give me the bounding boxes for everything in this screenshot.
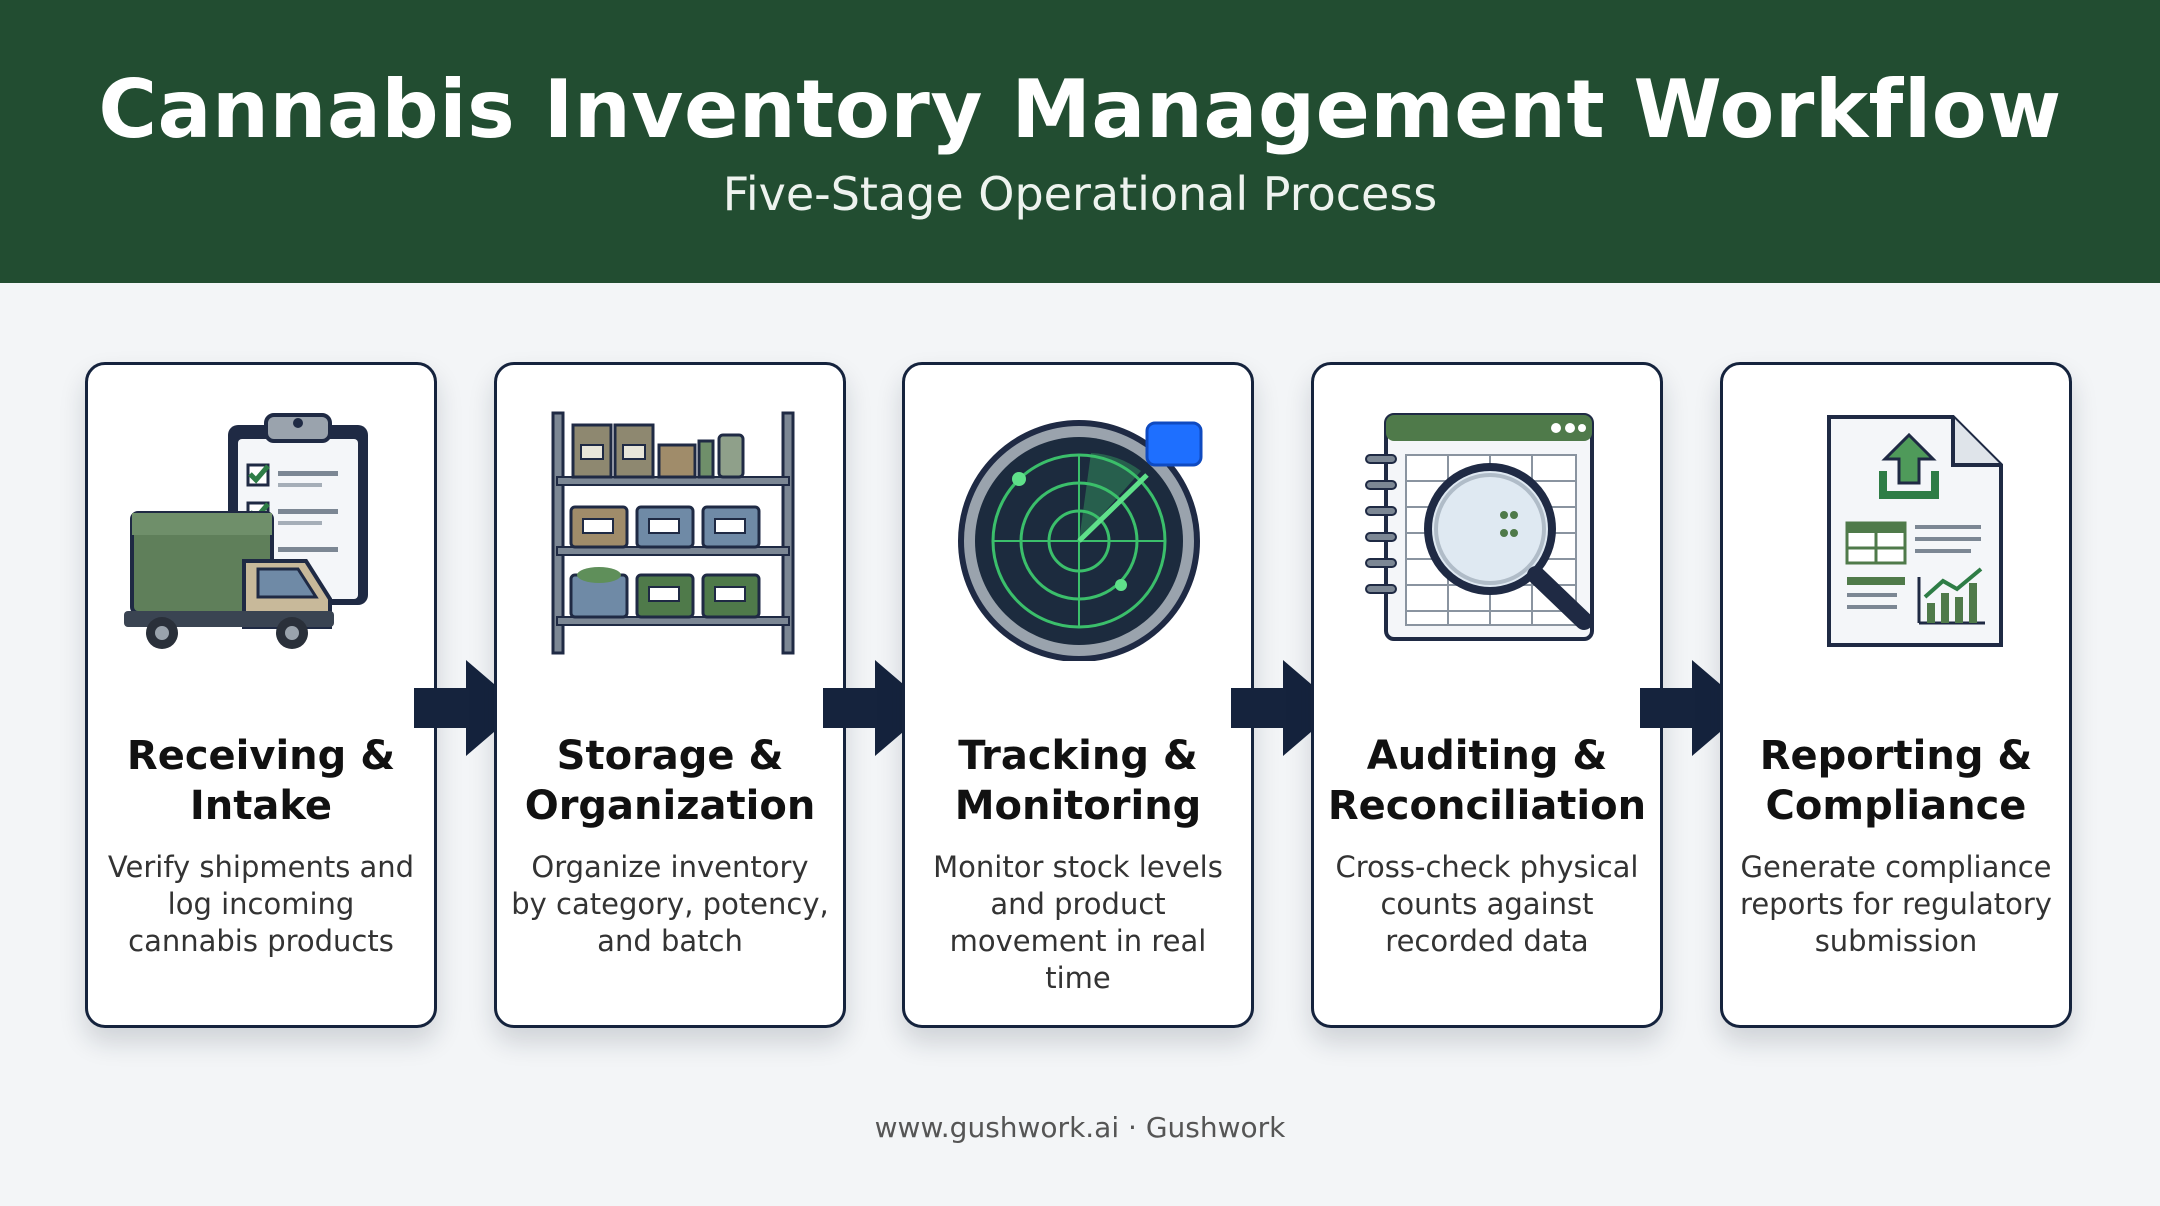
header-banner: Cannabis Inventory Management Workflow F… — [0, 0, 2160, 283]
stage-card-storage: Storage & Organization Organize inventor… — [494, 362, 846, 1028]
stage-description: Monitor stock levels and product movemen… — [933, 850, 1223, 995]
stage-title: Auditing & Reconciliation — [1327, 733, 1647, 829]
stage-title: Storage & Organization — [524, 733, 816, 829]
stage-card-auditing: Auditing & Reconciliation Cross-check ph… — [1311, 362, 1663, 1028]
stage-card-receiving: Receiving & Intake Verify shipments and … — [85, 362, 437, 1028]
footer-credit: www.gushwork.ai · Gushwork — [874, 1111, 1286, 1144]
clipboard-truck-icon — [124, 411, 404, 661]
arrow-right-icon — [1640, 660, 1750, 756]
stage-description: Verify shipments and log incoming cannab… — [107, 850, 415, 958]
radar-icon — [941, 411, 1221, 661]
stage-description: Generate compliance reports for regulato… — [1740, 850, 2052, 958]
arrow-right-icon — [823, 660, 933, 756]
stage-card-reporting: Reporting & Compliance Generate complian… — [1720, 362, 2072, 1028]
stage-title: Tracking & Monitoring — [954, 733, 1202, 829]
page-subtitle: Five-Stage Operational Process — [722, 167, 1438, 221]
report-document-icon — [1759, 411, 2039, 661]
stage-description: Cross-check physical counts against reco… — [1335, 850, 1639, 958]
arrow-right-icon — [1231, 660, 1341, 756]
arrow-right-icon — [414, 660, 524, 756]
shelving-icon — [533, 411, 813, 661]
stage-card-tracking: Tracking & Monitoring Monitor stock leve… — [902, 362, 1254, 1028]
spreadsheet-magnifier-icon — [1350, 411, 1630, 661]
stage-title: Receiving & Intake — [126, 733, 396, 829]
page-title: Cannabis Inventory Management Workflow — [98, 63, 2062, 156]
stage-title: Reporting & Compliance — [1759, 733, 2033, 829]
stage-description: Organize inventory by category, potency,… — [511, 850, 829, 958]
